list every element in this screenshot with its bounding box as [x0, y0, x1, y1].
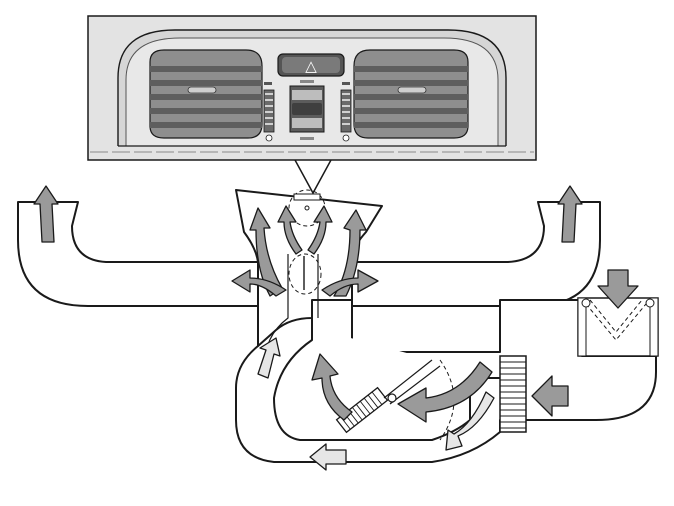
center-inner-right-outflow — [307, 205, 333, 255]
hazard-warning-button-icon: △ — [277, 53, 345, 77]
lower-right-branch-flow — [321, 269, 379, 297]
heater-flow — [397, 361, 493, 423]
center-inner-left-outflow — [277, 205, 303, 255]
intake-inflow — [531, 375, 569, 417]
left-thumbwheel-icon — [263, 82, 275, 142]
center-damper — [288, 253, 322, 295]
duct-system — [17, 189, 659, 463]
center-left-outflow — [249, 207, 283, 297]
duct-riser-flow — [257, 337, 281, 379]
left-air-vent-icon — [149, 49, 263, 139]
blend-flap-arm — [383, 359, 433, 399]
blend-flap — [335, 386, 389, 434]
center-control-icon — [289, 80, 325, 140]
airflow-arrows — [33, 185, 639, 471]
upper-damper-pivot — [304, 205, 310, 211]
return-flow — [445, 391, 495, 451]
right-side-vent-outflow — [557, 185, 583, 243]
lower-left-branch-flow — [231, 269, 287, 297]
heater-core — [499, 355, 527, 433]
dashboard-inset: △ — [87, 15, 537, 195]
plenum-connector — [293, 193, 321, 201]
left-side-vent-outflow — [33, 185, 59, 243]
upward-heated-flow — [311, 353, 353, 421]
hazard-symbol: △ — [305, 57, 317, 75]
blend-flap-pivot — [387, 393, 397, 403]
blend-flap-arm-2 — [389, 365, 441, 405]
left-side-vent-duct — [17, 201, 259, 307]
footwell-flow — [309, 443, 347, 471]
right-thumbwheel-icon — [340, 82, 352, 142]
intake-downflow — [597, 269, 639, 309]
recirculation-flap — [581, 298, 655, 341]
callout-pointer — [294, 159, 332, 195]
right-air-vent-icon — [353, 49, 469, 139]
